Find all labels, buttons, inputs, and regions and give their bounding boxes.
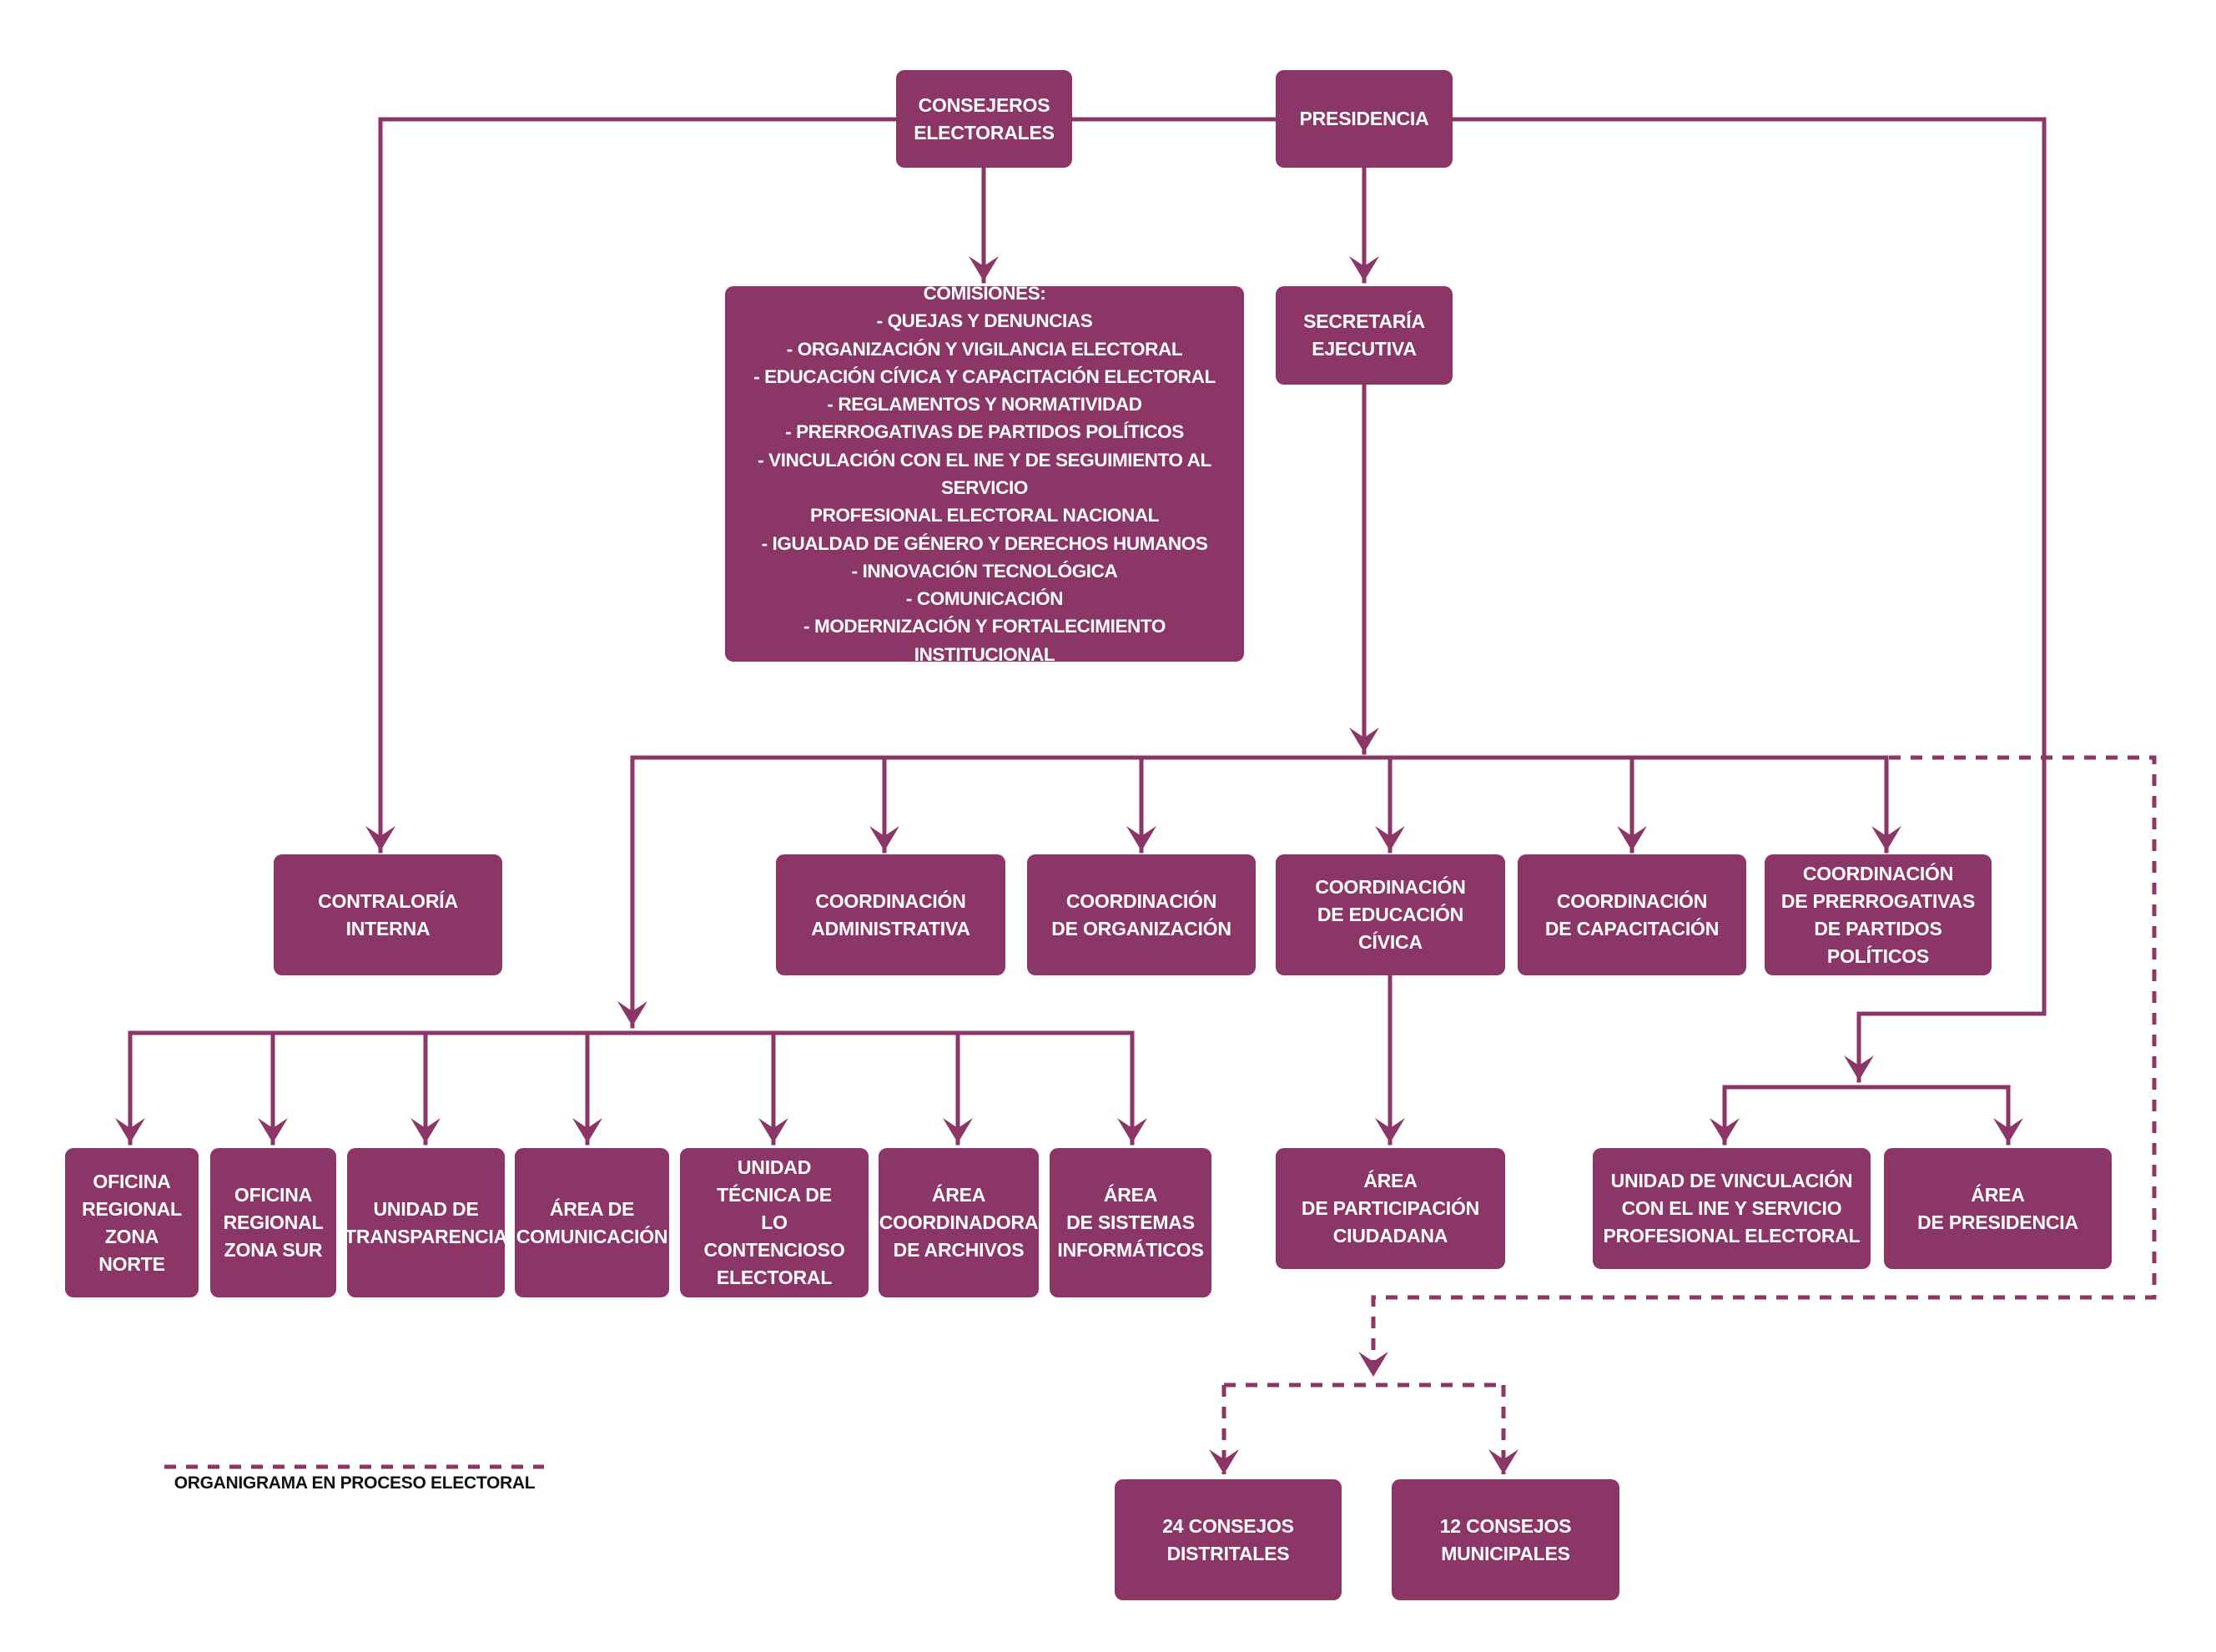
area-comunicacion-box: ÁREA DE COMUNICACIÓN: [515, 1148, 669, 1297]
comisiones-box: COMISIONES: - QUEJAS Y DENUNCIAS - ORGAN…: [725, 283, 1244, 665]
area-participacion-ciudadana-box: ÁREA DE PARTICIPACIÓN CIUDADANA: [1276, 1148, 1505, 1269]
unidad-contencioso-electoral-box: UNIDAD TÉCNICA DE LO CONTENCIOSO ELECTOR…: [680, 1148, 869, 1297]
coordinacion-educacion-civica-box: COORDINACIÓN DE EDUCACIÓN CÍVICA: [1276, 854, 1505, 975]
area-presidencia-box: ÁREA DE PRESIDENCIA: [1884, 1148, 2112, 1269]
area-sistemas-informaticos-box: ÁREA DE SISTEMAS INFORMÁTICOS: [1050, 1148, 1211, 1297]
secretaria-ejecutiva-box: SECRETARÍA EJECUTIVA: [1276, 286, 1453, 385]
consejeros-electorales-box: CONSEJEROS ELECTORALES: [896, 70, 1072, 168]
coordinacion-capacitacion-box: COORDINACIÓN DE CAPACITACIÓN: [1518, 854, 1746, 975]
contraloria-interna-box: CONTRALORÍA INTERNA: [274, 854, 502, 975]
area-coordinadora-archivos-box: ÁREA COORDINADORA DE ARCHIVOS: [879, 1148, 1039, 1297]
oficina-regional-zona-sur-box: OFICINA REGIONAL ZONA SUR: [210, 1148, 336, 1297]
legend-label: ORGANIGRAMA EN PROCESO ELECTORAL: [174, 1473, 536, 1493]
coordinacion-prerrogativas-box: COORDINACIÓN DE PRERROGATIVAS DE PARTIDO…: [1765, 854, 1992, 975]
unidad-transparencia-box: UNIDAD DE TRANSPARENCIA: [345, 1148, 507, 1297]
top-connector-left: [365, 117, 899, 854]
coordinacion-administrativa-box: COORDINACIÓN ADMINISTRATIVA: [776, 854, 1005, 975]
consejos-municipales-box: 12 CONSEJOS MUNICIPALES: [1392, 1479, 1619, 1600]
dashed-outer-route: [1358, 755, 2157, 1377]
coordinacion-organizacion-box: COORDINACIÓN DE ORGANIZACIÓN: [1027, 854, 1256, 975]
unidad-vinculacion-ine-box: UNIDAD DE VINCULACIÓN CON EL INE Y SERVI…: [1593, 1148, 1871, 1269]
presidencia-box: PRESIDENCIA: [1276, 70, 1453, 168]
consejos-distritales-box: 24 CONSEJOS DISTRITALES: [1115, 1479, 1342, 1600]
top-connector-right: [1450, 117, 2047, 1083]
oficina-regional-zona-norte-box: OFICINA REGIONAL ZONA NORTE: [65, 1148, 199, 1297]
